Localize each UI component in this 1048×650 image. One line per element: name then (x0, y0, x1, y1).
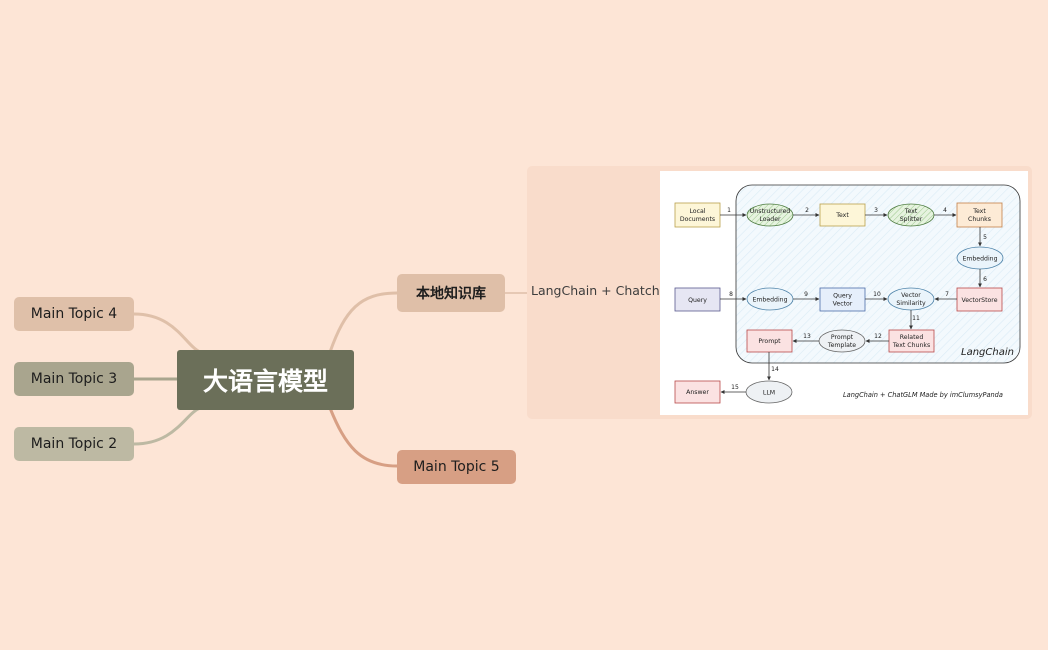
step-number: 12 (874, 333, 882, 340)
prompt-template-line2: Template (827, 342, 856, 349)
query-vector-line2: Vector (833, 301, 853, 308)
unstructured-loader-line2: Loader (759, 216, 781, 223)
prompt-template-line1: Prompt (831, 334, 854, 341)
vector-similarity-line1: Vector (901, 292, 921, 299)
step-number: 11 (912, 315, 920, 322)
step-number: 10 (873, 291, 881, 298)
connector-topic4 (133, 312, 201, 354)
text-splitter-line1: Text (904, 208, 918, 215)
main-topic-3[interactable]: Main Topic 3 (14, 362, 134, 396)
step-number: 9 (804, 291, 808, 298)
step-number: 5 (983, 234, 987, 241)
step-number: 2 (805, 207, 809, 214)
local-documents-node (674, 202, 721, 228)
step-number: 3 (874, 207, 878, 214)
flowchart-arrows (720, 213, 982, 394)
central-topic[interactable]: 大语言模型 (177, 350, 354, 410)
query-vector-node (819, 287, 866, 312)
llm-node-label: LLM (763, 390, 775, 397)
main-topic-4[interactable]: Main Topic 4 (14, 297, 134, 331)
embedding-mid-label: Embedding (752, 297, 787, 304)
step-number: 1 (727, 207, 731, 214)
related-text-chunks-line2: Text Chunks (892, 342, 930, 349)
langchain-group-label: LangChain (961, 347, 1014, 358)
step-number: 13 (803, 333, 811, 340)
connector-topic2 (133, 406, 201, 446)
text-chunks-node (956, 202, 1003, 228)
text-chunks-line1: Text (972, 208, 986, 215)
text-node-label: Text (835, 212, 849, 219)
answer-node (674, 380, 721, 404)
flowchart-svg: LangChain Local Documents Unstructured L… (674, 184, 1021, 404)
answer-node-label: Answer (686, 389, 709, 396)
unstructured-loader-line1: Unstructured (750, 208, 791, 215)
vector-similarity-line2: Similarity (896, 300, 926, 307)
vector-store-node (956, 287, 1003, 312)
step-number: 14 (771, 366, 779, 373)
flowchart-credit: LangChain + ChatGLM Made by imClumsyPand… (843, 391, 1003, 399)
local-documents-line2: Documents (680, 216, 715, 223)
langchain-group (735, 184, 1021, 364)
subtopic-langchain-chatchat[interactable]: LangChain + Chatchat (531, 283, 673, 298)
main-topic-5[interactable]: Main Topic 5 (397, 450, 516, 484)
query-vector-line1: Query (833, 293, 852, 300)
prompt-node-label: Prompt (758, 338, 781, 345)
connector-topic5 (328, 407, 398, 468)
connector-knowledge-base (328, 291, 398, 353)
step-number: 6 (983, 276, 987, 283)
main-topic-2[interactable]: Main Topic 2 (14, 427, 134, 461)
embedding-top-label: Embedding (962, 256, 997, 263)
langchain-flowchart-image: LangChain Local Documents Unstructured L… (660, 171, 1028, 415)
step-number: 4 (943, 207, 947, 214)
vector-store-label: VectorStore (961, 297, 997, 304)
query-node-label: Query (688, 297, 707, 304)
step-number: 7 (945, 291, 949, 298)
step-number: 8 (729, 291, 733, 298)
related-text-chunks-line1: Related (900, 334, 924, 341)
text-splitter-line2: Splitter (900, 216, 923, 223)
local-documents-line1: Local (689, 208, 705, 215)
knowledge-base-topic[interactable]: 本地知识库 (397, 274, 505, 312)
step-number: 15 (731, 384, 739, 391)
text-chunks-line2: Chunks (968, 216, 991, 223)
query-node (674, 287, 721, 312)
prompt-node (746, 329, 793, 353)
